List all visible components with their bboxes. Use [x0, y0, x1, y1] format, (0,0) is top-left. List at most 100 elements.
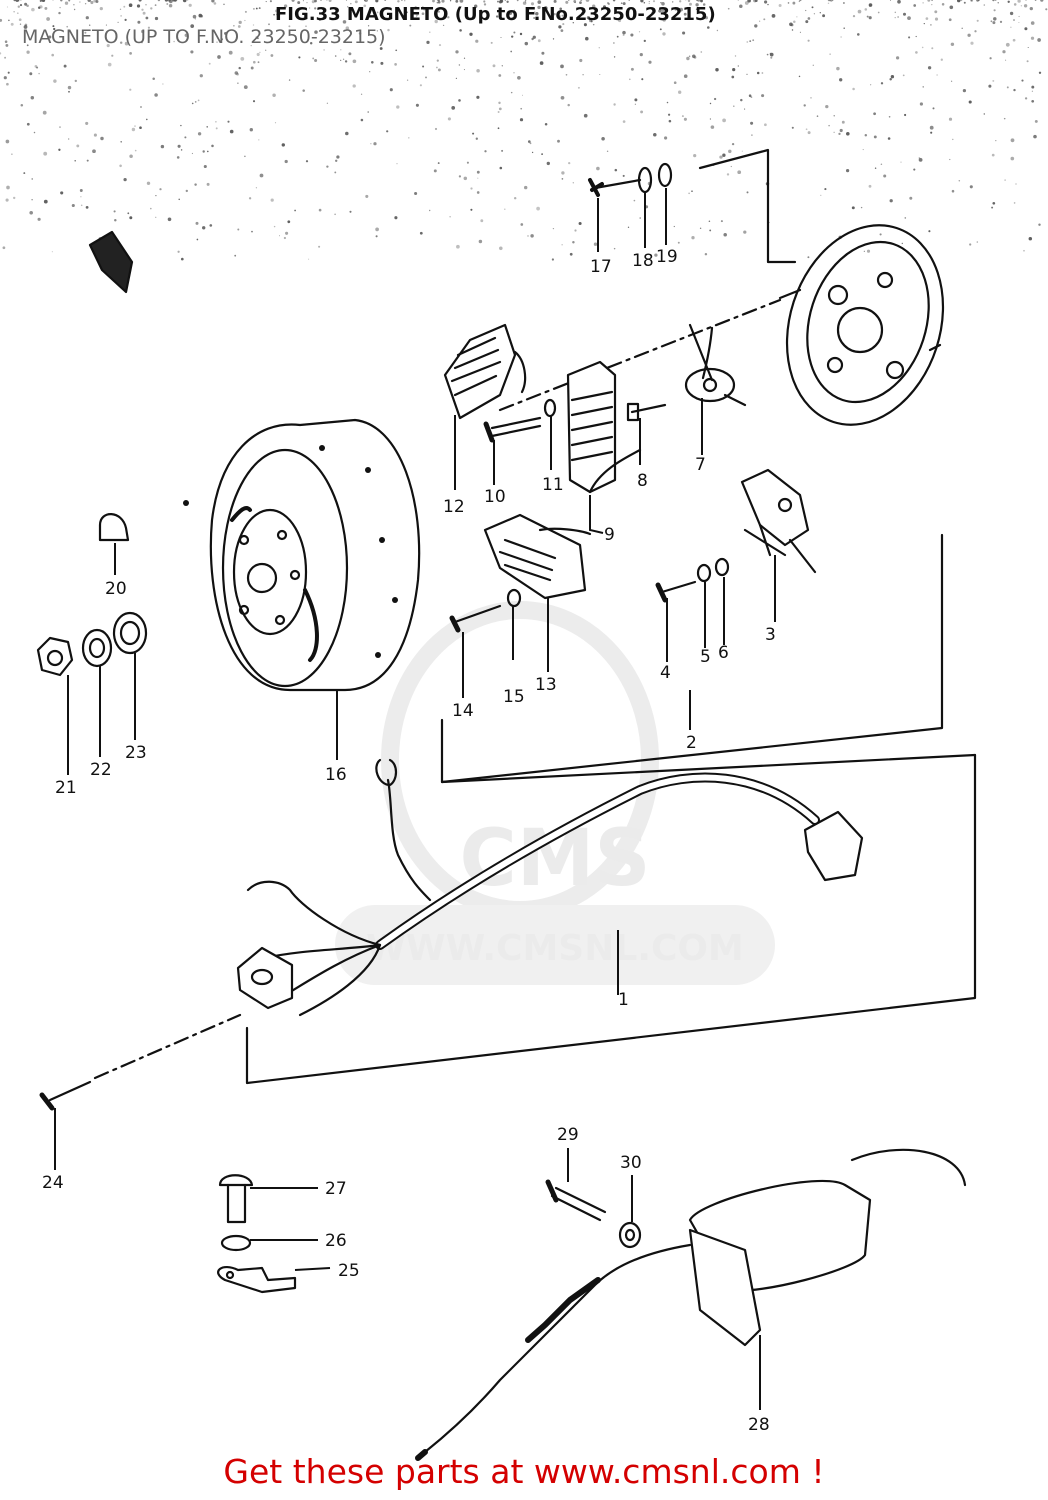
speckle-dot [470, 208, 473, 211]
speckle-dot [904, 113, 907, 117]
callout-12: 12 [443, 497, 465, 517]
speckle-dot [557, 139, 560, 143]
callout-2: 2 [686, 733, 697, 753]
speckle-dot [85, 121, 89, 125]
speckle-dot [369, 71, 371, 73]
speckle-dot [506, 0, 509, 3]
speckle-dot [13, 11, 15, 13]
speckle-dot [930, 131, 933, 134]
speckle-dot [436, 1, 439, 4]
speckle-dot [24, 2, 28, 6]
speckle-dot [862, 149, 864, 151]
speckle-dot [749, 40, 752, 42]
speckle-dot [581, 11, 585, 16]
speckle-dot [950, 80, 953, 82]
speckle-dot [478, 239, 483, 244]
speckle-dot [64, 1, 69, 5]
speckle-dot [1018, 21, 1020, 24]
speckle-dot [58, 11, 61, 15]
speckle-dot [1030, 21, 1035, 25]
speckle-dot [787, 2, 790, 4]
speckle-dot [524, 41, 529, 46]
speckle-dot [913, 168, 916, 171]
speckle-dot [131, 127, 136, 132]
speckle-dot [240, 57, 245, 61]
front-arrow-icon [88, 230, 134, 294]
speckle-dot [915, 35, 917, 38]
speckle-dot [433, 169, 437, 173]
speckle-dot [969, 185, 973, 189]
speckle-dot [76, 144, 80, 148]
speckle-dot [553, 0, 557, 3]
speckle-dot [746, 73, 748, 75]
speckle-dot [244, 155, 246, 158]
speckle-dot [983, 4, 986, 6]
speckle-dot [71, 203, 75, 208]
callout-15: 15 [503, 687, 525, 707]
speckle-dot [531, 151, 534, 154]
speckle-dot [10, 22, 14, 26]
speckle-dot [699, 227, 702, 229]
speckle-dot [375, 0, 379, 3]
speckle-dot [437, 0, 441, 4]
speckle-dot [90, 0, 94, 5]
speckle-dot [807, 17, 811, 20]
speckle-dot [436, 59, 439, 62]
speckle-dot [120, 15, 122, 17]
speckle-dot [85, 206, 89, 209]
speckle-dot [352, 59, 357, 64]
speckle-dot [404, 0, 406, 2]
speckle-dot [627, 226, 630, 228]
speckle-dot [269, 0, 272, 3]
speckle-dot [190, 50, 194, 54]
speckle-dot [756, 71, 760, 75]
speckle-dot [744, 108, 746, 110]
speckle-dot [140, 29, 145, 34]
speckle-dot [664, 136, 668, 140]
speckle-dot [6, 6, 9, 8]
speckle-dot [812, 64, 814, 66]
washer-19 [657, 162, 673, 188]
speckle-dot [92, 149, 96, 154]
speckle-dot [229, 129, 234, 134]
speckle-dot [432, 0, 435, 3]
speckle-dot [579, 58, 583, 63]
callout-3: 3 [765, 625, 776, 645]
speckle-dot [152, 77, 155, 81]
speckle-dot [897, 16, 899, 18]
speckle-dot [202, 226, 206, 230]
speckle-dot [739, 4, 743, 8]
speckle-dot [31, 199, 33, 201]
speckle-dot [194, 18, 196, 20]
speckle-dot [28, 36, 30, 38]
speckle-dot [531, 37, 534, 41]
speckle-dot [805, 128, 808, 131]
speckle-dot [192, 14, 197, 19]
speckle-dot [314, 0, 317, 3]
speckle-dot [276, 13, 278, 16]
speckle-dot [26, 44, 29, 47]
speckle-dot [951, 189, 955, 193]
speckle-dot [451, 106, 456, 110]
speckle-dot [68, 138, 70, 140]
speckle-dot [686, 56, 690, 61]
speckle-dot [380, 61, 384, 65]
speckle-dot [744, 1, 749, 5]
speckle-dot [889, 78, 892, 81]
callout-18: 18 [632, 251, 654, 271]
speckle-dot [294, 209, 296, 212]
speckle-dot [583, 113, 588, 118]
callout-22: 22 [90, 760, 112, 780]
speckle-dot [909, 196, 913, 200]
screw-17 [588, 178, 642, 197]
speckle-dot [728, 149, 732, 154]
speckle-dot [962, 88, 967, 93]
speckle-dot [211, 0, 215, 3]
speckle-dot [492, 64, 496, 68]
callout-13: 13 [535, 675, 557, 695]
speckle-dot [560, 95, 565, 100]
speckle-dot [613, 42, 615, 44]
speckle-dot [868, 3, 873, 7]
speckle-dot [249, 128, 253, 132]
speckle-dot [29, 211, 33, 215]
